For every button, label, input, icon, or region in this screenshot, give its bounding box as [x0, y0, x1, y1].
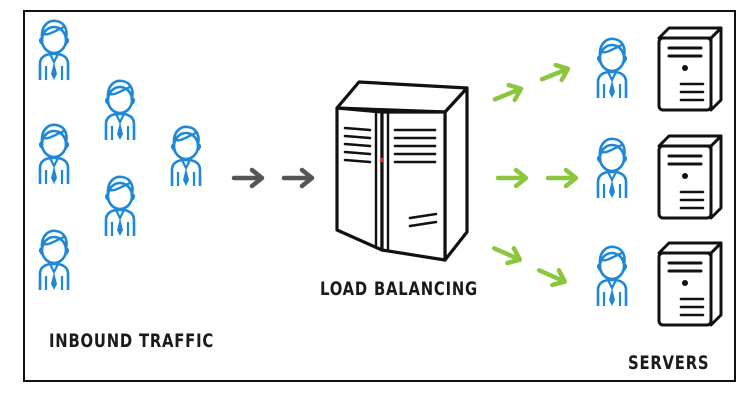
servers-label: SERVERS: [628, 352, 710, 374]
arrow-icon: [536, 263, 568, 289]
user-icon: [38, 123, 70, 186]
arrow-icon: [234, 170, 262, 186]
user-icon: [104, 175, 136, 238]
server-icon: [657, 134, 723, 220]
user-icon: [38, 19, 70, 82]
user-icon: [104, 79, 136, 142]
arrow-icon: [284, 170, 312, 186]
user-icon: [596, 137, 628, 200]
arrow-icon: [492, 81, 524, 106]
arrow-icon: [539, 61, 571, 86]
arrow-icon: [491, 241, 523, 267]
server-icon: [657, 26, 723, 112]
load-balancer-icon: [335, 80, 469, 262]
arrow-icon: [548, 170, 576, 186]
load-balancing-label: LOAD BALANCING: [320, 278, 479, 300]
user-icon: [596, 245, 628, 308]
arrow-icon: [498, 170, 526, 186]
server-icon: [657, 241, 723, 327]
user-icon: [38, 229, 70, 292]
inbound-traffic-label: INBOUND TRAFFIC: [49, 330, 215, 352]
user-icon: [596, 37, 628, 100]
user-icon: [170, 125, 202, 188]
